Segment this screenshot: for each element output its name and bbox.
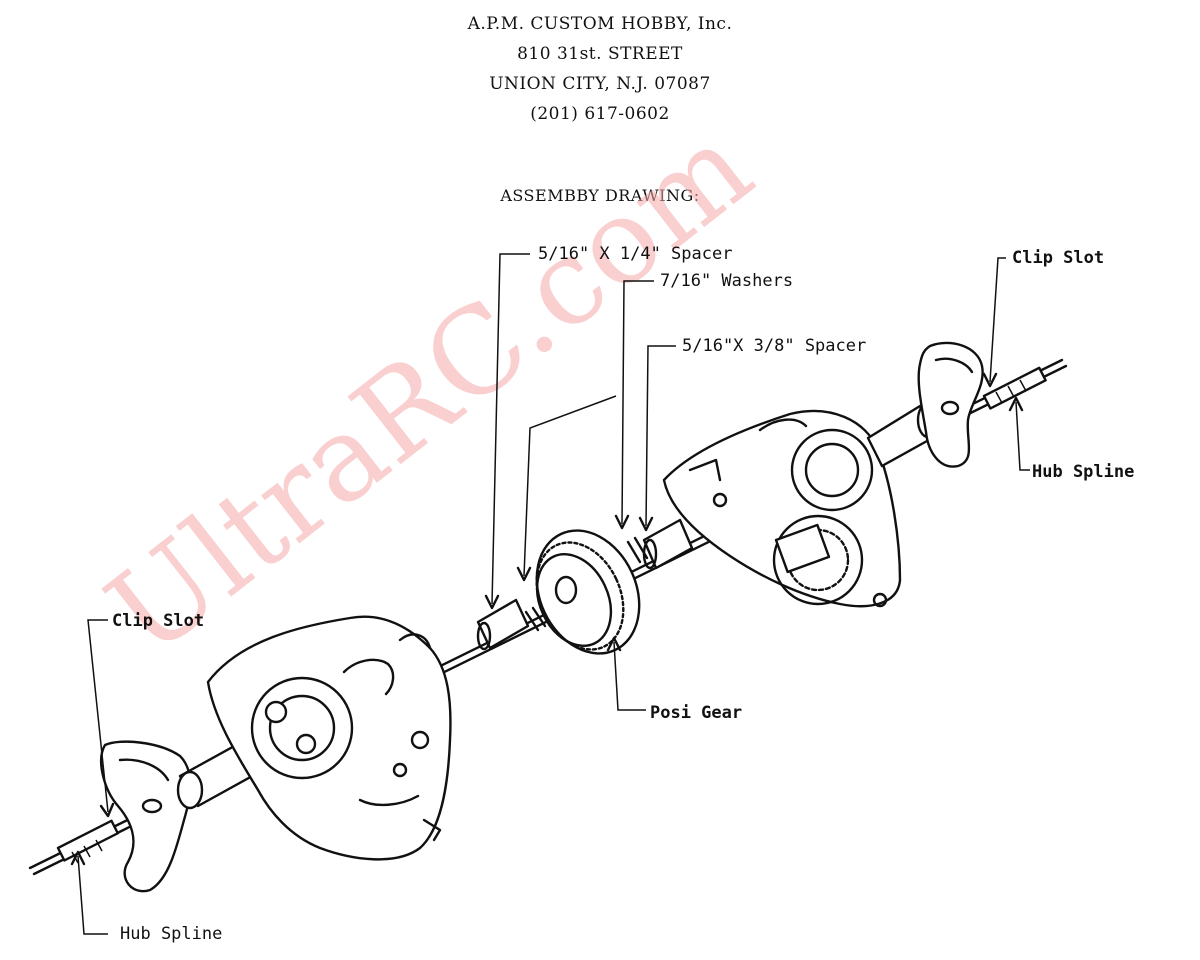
label-washers-7-16: 7/16" Washers (660, 271, 794, 291)
label-spacer-5-16-x-1-4: 5/16" X 1/4" Spacer (538, 244, 733, 264)
label-clip-slot-right: Clip Slot (1012, 248, 1105, 268)
label-posi-gear: Posi Gear (650, 703, 743, 723)
left-hub-spline (56, 819, 120, 864)
company-city: UNION CITY, N.J. 07087 (489, 74, 711, 94)
label-hub-spline-left: Hub Spline (120, 924, 223, 944)
washers-left (524, 606, 547, 632)
label-spacer-5-16-x-3-8: 5/16"X 3/8" Spacer (682, 336, 867, 356)
spacer-5-16-x-1-4 (476, 598, 530, 651)
left-steering-knuckle (100, 740, 192, 893)
right-hub-spline (982, 366, 1047, 410)
company-street: 810 31st. STREET (517, 44, 683, 64)
label-hub-spline-right: Hub Spline (1032, 462, 1135, 482)
company-name: A.P.M. CUSTOM HOBBY, Inc. (467, 14, 733, 34)
right-gear-housing (662, 409, 902, 608)
label-clip-slot-left: Clip Slot (112, 611, 205, 631)
leader-lines (70, 253, 1030, 935)
company-phone: (201) 617-0602 (530, 104, 670, 124)
drawing-title: ASSEMBBY DRAWING: (500, 186, 700, 205)
spacer-5-16-x-3-8 (642, 518, 694, 570)
posi-gear (535, 529, 641, 655)
left-gear-housing (206, 615, 452, 861)
watermark-text: UltraRC.com (82, 98, 776, 683)
right-steering-knuckle (917, 341, 984, 468)
